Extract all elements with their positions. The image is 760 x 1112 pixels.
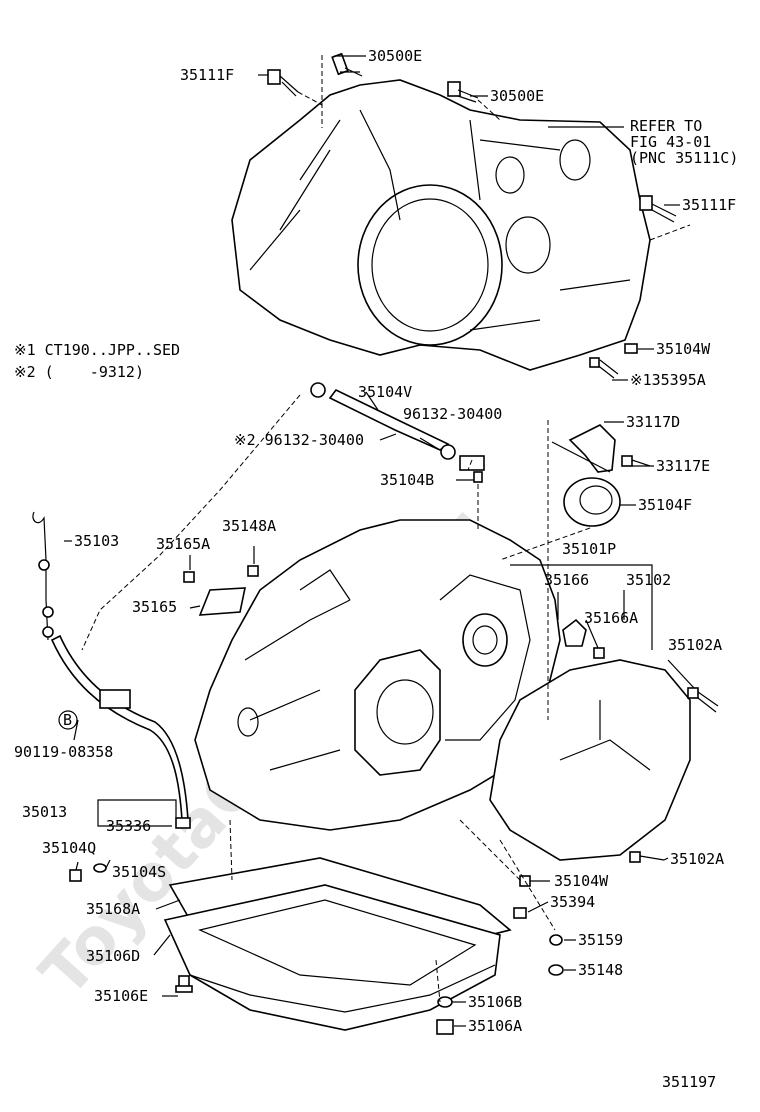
washer-35159 bbox=[549, 934, 563, 946]
label-35104Q: 35104Q bbox=[42, 839, 96, 857]
label-35104W-top: 35104W bbox=[656, 340, 711, 358]
label-35111F-top: 35111F bbox=[180, 66, 234, 84]
label-35102A-upper: 35102A bbox=[668, 636, 722, 654]
bolt-35104Q bbox=[69, 869, 82, 882]
drain-plug-35106E bbox=[175, 975, 193, 993]
label-35165: 35165 bbox=[132, 598, 177, 616]
label-35394: 35394 bbox=[550, 893, 595, 911]
label-35104F: 35104F bbox=[638, 496, 692, 514]
label-35104S: 35104S bbox=[112, 863, 166, 881]
bolt-30500E-mid bbox=[447, 81, 479, 103]
refer-line-1: REFER TO bbox=[630, 117, 702, 135]
plug-35394 bbox=[513, 907, 527, 919]
plate-35165 bbox=[198, 587, 246, 616]
plug-35104W-top bbox=[624, 343, 638, 354]
label-30500E-top: 30500E bbox=[368, 47, 422, 65]
bolt-33117E bbox=[621, 455, 651, 467]
label-35148A: 35148A bbox=[222, 517, 276, 535]
refer-note: REFER TO FIG 43-01 (PNC 35111C) bbox=[630, 117, 738, 167]
label-30500E-mid: 30500E bbox=[490, 87, 544, 105]
oil-seal-35104F bbox=[563, 477, 621, 527]
label-35104B: 35104B bbox=[380, 471, 434, 489]
label-35106B: 35106B bbox=[468, 993, 522, 1011]
bolt-35166A bbox=[593, 647, 605, 659]
label-35165A: 35165A bbox=[156, 535, 210, 553]
label-135395A: ※135395A bbox=[630, 371, 706, 389]
side-cover-35102 bbox=[489, 659, 691, 861]
label-35104W-lower: 35104W bbox=[554, 872, 609, 890]
note-1: ※1 CT190..JPP..SED bbox=[14, 341, 180, 359]
label-35013: 35013 bbox=[22, 803, 67, 821]
breather-hose-35104V bbox=[310, 382, 485, 483]
label-96132-30400-a: 96132-30400 bbox=[403, 405, 502, 423]
bolt-35102A-upper bbox=[687, 687, 719, 713]
label-35102: 35102 bbox=[626, 571, 671, 589]
label-35168A: 35168A bbox=[86, 900, 140, 918]
refer-line-2: FIG 43-01 bbox=[630, 133, 711, 151]
dipstick-35103 bbox=[32, 511, 54, 641]
bolt-35165A bbox=[183, 571, 195, 583]
label-35102A-lower: 35102A bbox=[670, 850, 724, 868]
label-35106E: 35106E bbox=[94, 987, 148, 1005]
label-35336: 35336 bbox=[106, 817, 151, 835]
b-mark-circle bbox=[58, 710, 78, 730]
drain-plug-35106A bbox=[436, 1019, 454, 1035]
label-35103: 35103 bbox=[74, 532, 119, 550]
dipstick-tube-35013 bbox=[50, 634, 191, 829]
transaxle-case-lower bbox=[194, 519, 561, 831]
bolt-35102A-lower bbox=[629, 851, 665, 863]
b-mark: B bbox=[63, 711, 72, 729]
dashed-guides bbox=[81, 55, 691, 1003]
o-ring-35104S bbox=[93, 863, 107, 873]
label-35166A: 35166A bbox=[584, 609, 638, 627]
label-35159: 35159 bbox=[578, 931, 623, 949]
label-96132-30400-b: ※2 96132-30400 bbox=[234, 431, 364, 449]
label-35101P: 35101P bbox=[562, 540, 616, 558]
label-33117E: 33117E bbox=[656, 457, 710, 475]
label-35111F-right: 35111F bbox=[682, 196, 736, 214]
label-35106A: 35106A bbox=[468, 1017, 522, 1035]
bracket-33117D bbox=[551, 424, 616, 473]
gasket-35106B bbox=[437, 996, 453, 1008]
bolt-35111F-right bbox=[639, 195, 677, 223]
plug-35148A bbox=[247, 565, 259, 577]
label-33117D: 33117D bbox=[626, 413, 680, 431]
bolt-135395A bbox=[589, 357, 619, 379]
part-number-labels: 30500E 35111F 30500E 35111F 35104W ※1353… bbox=[14, 47, 736, 1035]
label-35106D: 35106D bbox=[86, 947, 140, 965]
label-35104V: 35104V bbox=[358, 383, 412, 401]
leader-lines bbox=[64, 55, 695, 1027]
label-35148: 35148 bbox=[578, 961, 623, 979]
transaxle-housing-upper bbox=[231, 79, 651, 371]
figure-id: 351197 bbox=[662, 1073, 716, 1091]
gasket-35148 bbox=[548, 964, 564, 976]
refer-line-3: (PNC 35111C) bbox=[630, 149, 738, 167]
bolt-30500E-top bbox=[331, 52, 363, 77]
notes: ※1 CT190..JPP..SED ※2 ( -9312) bbox=[14, 341, 180, 381]
label-90119-08358: 90119-08358 bbox=[14, 743, 113, 761]
note-2: ※2 ( -9312) bbox=[14, 363, 144, 381]
label-35166: 35166 bbox=[544, 571, 589, 589]
gasket-35166 bbox=[562, 618, 587, 647]
oil-pan-35106D bbox=[163, 884, 501, 1031]
bolt-35111F-top bbox=[267, 69, 299, 97]
